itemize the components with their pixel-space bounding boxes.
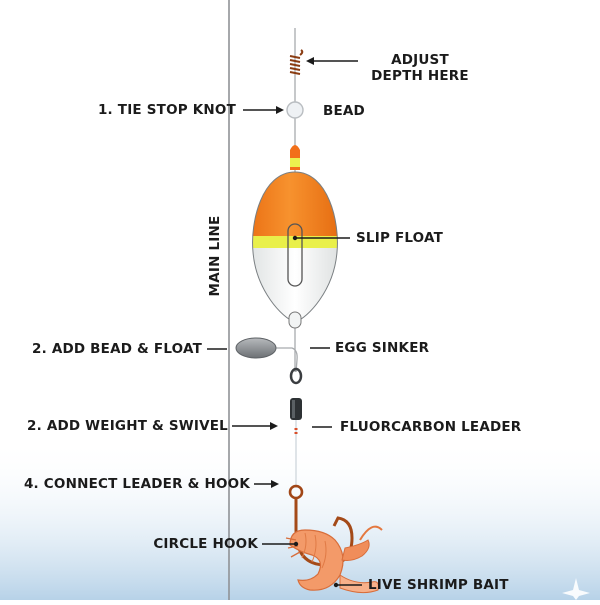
live-shrimp-bait-label: LIVE SHRIMP BAIT xyxy=(368,577,509,593)
shrimp-shape xyxy=(285,525,383,594)
float-bottom-eye xyxy=(288,311,302,329)
egg-sinker-label: EGG SINKER xyxy=(335,340,430,356)
float-tip-band xyxy=(290,158,300,167)
float-slot xyxy=(287,223,303,287)
bead-label: BEAD xyxy=(323,103,365,119)
slip-float-body xyxy=(252,172,338,322)
arrow-right-icon xyxy=(276,106,284,114)
swivel-ring xyxy=(289,367,303,385)
arrow-left-icon xyxy=(306,57,314,65)
add-bead-float-label: 2. ADD BEAD & FLOAT xyxy=(32,341,202,357)
sparkle-icon xyxy=(562,578,590,600)
tie-stop-knot-label: 1. TIE STOP KNOT xyxy=(97,102,236,118)
bead-shape xyxy=(286,101,304,119)
arrow-right-icon xyxy=(270,422,278,430)
water-background xyxy=(0,440,600,600)
slip-float-label: SLIP FLOAT xyxy=(356,230,444,246)
circle-hook-label: CIRCLE HOOK xyxy=(153,536,258,552)
stop-knot xyxy=(289,49,304,75)
adjust-depth-label: ADJUST DEPTH HERE xyxy=(366,52,474,84)
sinker-line xyxy=(270,347,298,373)
main-line-label: MAIN LINE xyxy=(207,215,223,297)
connect-leader-hook-label: 4. CONNECT LEADER & HOOK xyxy=(23,476,250,492)
fluorocarbon-leader-label: FLUORCARBON LEADER xyxy=(340,419,522,435)
adjust-depth-text: ADJUST DEPTH HERE xyxy=(371,52,469,84)
add-weight-swivel-label: 2. ADD WEIGHT & SWIVEL xyxy=(27,418,228,434)
egg-sinker-shape xyxy=(235,337,277,359)
arrow-right-icon xyxy=(271,480,279,488)
swivel-barrel xyxy=(290,398,302,420)
